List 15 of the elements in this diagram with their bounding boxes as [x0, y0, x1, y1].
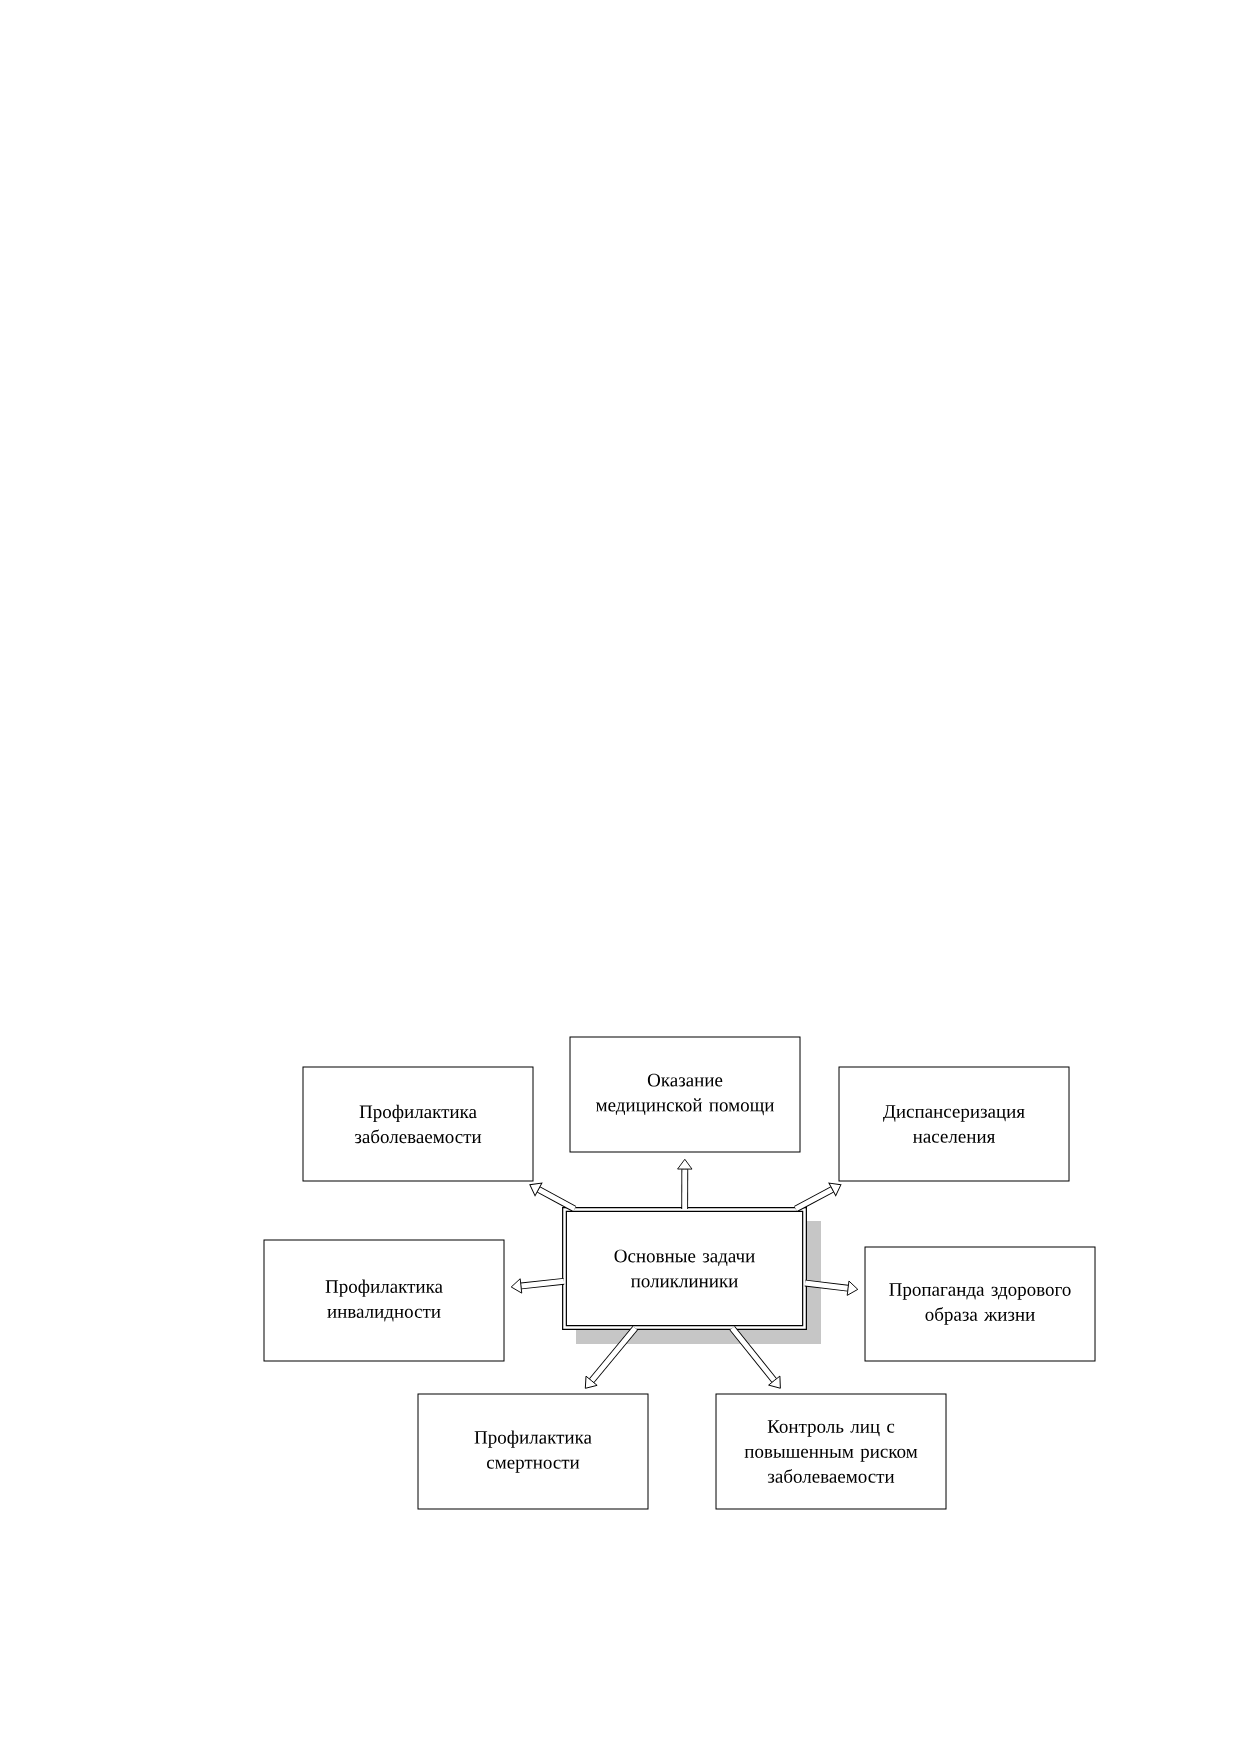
block-arrow — [584, 1325, 638, 1389]
task-box: Диспансеризация населения — [838, 1066, 1070, 1182]
block-arrow — [529, 1182, 577, 1212]
task-box: Профилактика инвалидности — [263, 1239, 505, 1362]
task-box: Профилактика заболеваемости — [302, 1066, 534, 1182]
task-box: Оказание медицинской помощи — [569, 1036, 801, 1153]
block-arrow — [677, 1158, 693, 1209]
main-task-box: Основные задачи поликлиники — [562, 1207, 821, 1344]
task-box: Профилактика смертности — [417, 1393, 649, 1510]
block-arrow — [510, 1277, 565, 1294]
task-box: Пропаганда здорового образа жизни — [864, 1246, 1096, 1362]
block-arrow — [794, 1182, 842, 1212]
block-arrow — [729, 1326, 781, 1389]
block-arrow — [804, 1279, 859, 1296]
task-box: Контроль лиц с повышенным риском заболеваемости — [715, 1393, 947, 1510]
